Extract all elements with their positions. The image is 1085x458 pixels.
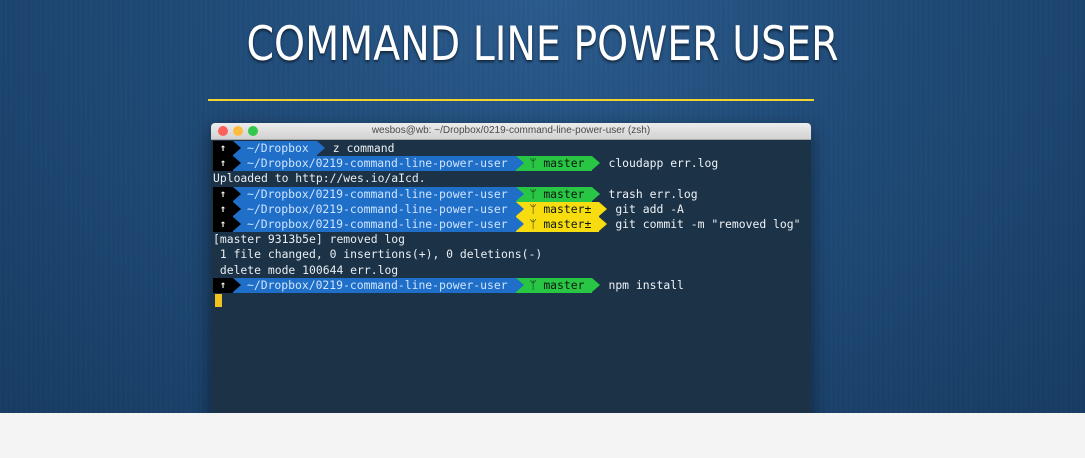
segment-separator-icon <box>515 201 524 216</box>
segment-separator-icon <box>515 156 524 171</box>
path-text: ~/Dropbox/0219-command-line-power-user <box>247 201 508 216</box>
terminal-window[interactable]: wesbos@wb: ~/Dropbox/0219-command-line-p… <box>211 123 811 413</box>
path-segment: ~/Dropbox/0219-command-line-power-user <box>233 156 524 172</box>
path-segment: ~/Dropbox/0219-command-line-power-user <box>233 201 524 217</box>
segment-separator-icon <box>599 201 608 216</box>
path-segment: ~/Dropbox/0219-command-line-power-user <box>233 186 524 202</box>
hero-banner: COMMAND LINE POWER USER wesbos@wb: ~/Dro… <box>0 0 1085 413</box>
prompt-line: ↑ ~/Dropbox/0219-command-line-power-user ᛘ… <box>213 216 811 233</box>
git-branch-name: master <box>543 277 585 292</box>
git-branch-segment: ᛘ master <box>515 186 601 202</box>
prompt-line: ↑ ~/Dropbox/0219-command-line-power-user ᛘ… <box>213 156 811 172</box>
segment-separator-icon <box>233 201 241 216</box>
command-text: z command <box>332 141 395 155</box>
status-segment: ↑ <box>213 141 241 157</box>
prompt-line: ↑ ~/Dropbox/0219-command-line-power-user ᛘ… <box>213 277 811 293</box>
up-arrow-icon: ↑ <box>219 218 227 230</box>
git-branch-icon: ᛘ <box>529 277 544 292</box>
output-line: delete mode 100644 err.log <box>213 263 811 278</box>
segment-separator-icon <box>515 186 524 201</box>
command-text: git add -A <box>615 201 684 216</box>
prompt-line: ↑ ~/Dropbox/0219-command-line-power-user ᛘ… <box>213 186 811 202</box>
command-text: git commit -m "removed log" <box>615 216 801 231</box>
traffic-lights <box>218 126 258 136</box>
git-branch-segment: ᛘ master± <box>515 201 608 217</box>
segment-separator-icon <box>592 186 601 201</box>
title-underline <box>208 99 814 101</box>
output-line: Uploaded to http://wes.io/aIcd. <box>213 171 811 186</box>
path-segment: ~/Dropbox/0219-command-line-power-user <box>233 216 524 233</box>
segment-separator-icon <box>515 216 524 231</box>
window-titlebar[interactable]: wesbos@wb: ~/Dropbox/0219-command-line-p… <box>211 123 811 140</box>
git-branch-icon: ᛘ <box>529 186 544 201</box>
segment-separator-icon <box>233 141 241 155</box>
segment-separator-icon <box>592 156 601 171</box>
git-branch-name: master± <box>543 216 592 231</box>
segment-separator-icon <box>233 186 241 201</box>
segment-separator-icon <box>233 216 241 231</box>
git-branch-segment: ᛘ master <box>515 156 601 172</box>
git-branch-icon: ᛘ <box>529 201 544 216</box>
output-text: 1 file changed, 0 insertions(+), 0 delet… <box>213 247 543 262</box>
output-line: [master 9313b5e] removed log <box>213 232 811 247</box>
status-segment: ↑ <box>213 277 241 293</box>
git-branch-segment: ᛘ master± <box>515 216 608 233</box>
segment-separator-icon <box>233 156 241 171</box>
status-segment: ↑ <box>213 156 241 172</box>
segment-separator-icon <box>599 216 608 231</box>
path-text: ~/Dropbox/0219-command-line-power-user <box>247 156 508 171</box>
segment-separator-icon <box>316 141 325 155</box>
prompt-line: ↑ ~/Dropbox/0219-command-line-power-user ᛘ… <box>213 201 811 217</box>
command-text: cloudapp err.log <box>608 156 719 171</box>
path-text: ~/Dropbox/0219-command-line-power-user <box>247 277 508 292</box>
terminal-content[interactable]: ↑ ~/Dropbox z command ↑ ~/Dropbox/0219-comma… <box>213 141 811 413</box>
path-text: ~/Dropbox/0219-command-line-power-user <box>247 186 508 201</box>
command-text: npm install <box>608 277 684 292</box>
up-arrow-icon: ↑ <box>219 188 227 200</box>
maximize-window-icon[interactable] <box>248 126 258 136</box>
close-window-icon[interactable] <box>218 126 228 136</box>
minimize-window-icon[interactable] <box>233 126 243 136</box>
output-text: delete mode 100644 err.log <box>213 262 399 277</box>
git-branch-name: master <box>543 186 585 201</box>
git-branch-name: master <box>543 156 585 171</box>
path-text: ~/Dropbox <box>247 141 309 155</box>
git-branch-icon: ᛘ <box>529 156 544 171</box>
text-cursor <box>215 294 222 307</box>
git-branch-segment: ᛘ master <box>515 277 601 293</box>
window-title: wesbos@wb: ~/Dropbox/0219-command-line-p… <box>371 125 651 136</box>
up-arrow-icon: ↑ <box>219 279 227 291</box>
segment-separator-icon <box>515 277 524 292</box>
git-branch-icon: ᛘ <box>529 216 544 231</box>
segment-separator-icon <box>233 277 241 292</box>
path-text: ~/Dropbox/0219-command-line-power-user <box>247 216 508 231</box>
command-text: trash err.log <box>608 186 698 201</box>
path-segment: ~/Dropbox/0219-command-line-power-user <box>233 277 524 293</box>
page-title: COMMAND LINE POWER USER <box>246 17 839 72</box>
output-text: [master 9313b5e] removed log <box>213 232 406 247</box>
status-segment: ↑ <box>213 201 241 217</box>
output-text: Uploaded to http://wes.io/aIcd. <box>213 171 426 186</box>
segment-separator-icon <box>592 277 601 292</box>
status-segment: ↑ <box>213 216 241 233</box>
up-arrow-icon: ↑ <box>219 203 227 215</box>
status-segment: ↑ <box>213 186 241 202</box>
up-arrow-icon: ↑ <box>219 158 227 170</box>
output-line: 1 file changed, 0 insertions(+), 0 delet… <box>213 247 811 262</box>
git-branch-name: master± <box>543 201 592 216</box>
up-arrow-icon: ↑ <box>219 143 227 154</box>
path-segment: ~/Dropbox <box>233 141 325 157</box>
prompt-line: ↑ ~/Dropbox z command <box>213 141 811 157</box>
